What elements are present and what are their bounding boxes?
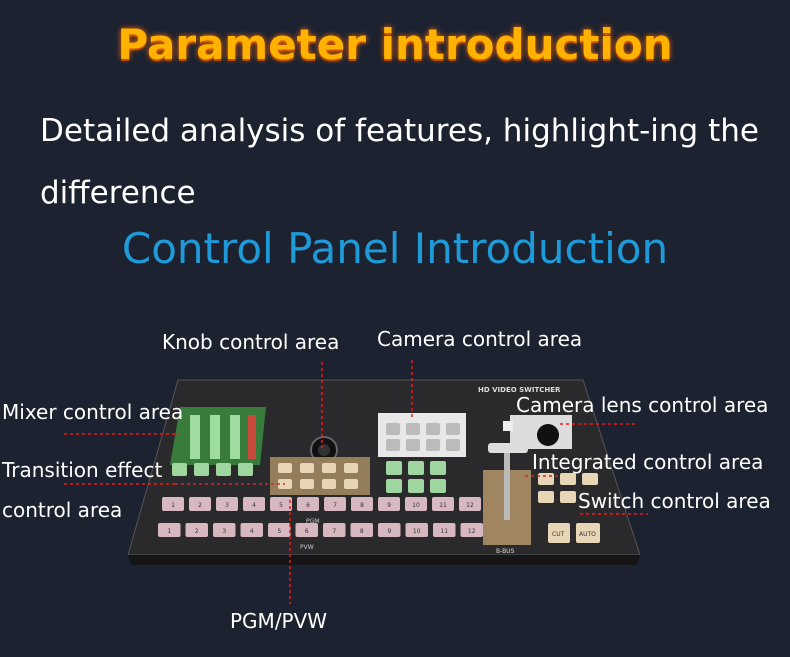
- pgm-button-4: [243, 497, 265, 511]
- pgm-button-label: 3: [225, 502, 229, 509]
- video-switcher-console: HD VIDEO SWITCHER: [128, 379, 640, 565]
- auto-button: [576, 523, 600, 543]
- pvw-button-6: [295, 523, 318, 537]
- pvw-button-label: 1: [167, 528, 171, 535]
- pvw-button-label: 2: [195, 528, 199, 535]
- pgm-button-3: [216, 497, 238, 511]
- pgm-button-10: [405, 497, 427, 511]
- pvw-button-label: 10: [413, 528, 421, 535]
- pvw-button-1: [158, 523, 181, 537]
- integrated-buttons: [538, 473, 598, 503]
- pgm-button-2: [189, 497, 211, 511]
- pgm-button-11: [432, 497, 454, 511]
- pvw-button-label: 5: [277, 528, 281, 535]
- pvw-button-7: [323, 523, 346, 537]
- pvw-button-label: 8: [360, 528, 364, 535]
- pvw-button-label: 3: [222, 528, 226, 535]
- pvw-button-label: 11: [440, 528, 448, 535]
- pgm-button-label: 8: [360, 502, 364, 509]
- pvw-button-11: [433, 523, 456, 537]
- pvw-button-label: 6: [305, 528, 309, 535]
- callout-mixer: Mixer control area: [2, 400, 184, 424]
- joystick: [537, 424, 559, 446]
- tan-buttons: [278, 463, 358, 489]
- cut-label: CUT: [552, 531, 565, 538]
- page-title: Parameter introduction: [117, 20, 673, 69]
- pgm-label: PGM: [306, 518, 319, 525]
- brand-text: HD VIDEO SWITCHER: [478, 386, 561, 394]
- callout-camera: Camera control area: [377, 327, 583, 351]
- callout-transition-line1: Transition effect: [2, 458, 163, 482]
- callout-knob: Knob control area: [162, 330, 340, 354]
- pvw-button-5: [268, 523, 291, 537]
- pgm-button-9: [378, 497, 400, 511]
- pgm-button-label: 10: [412, 502, 420, 509]
- pvw-button-3: [213, 523, 236, 537]
- pvw-button-label: 12: [468, 528, 476, 535]
- pvw-button-4: [240, 523, 263, 537]
- pvw-button-12: [460, 523, 483, 537]
- pgm-button-5: [270, 497, 292, 511]
- pgm-button-label: 9: [387, 502, 391, 509]
- pgm-button-label: 5: [279, 502, 283, 509]
- pvw-button-10: [405, 523, 428, 537]
- callout-pgm-pvw: PGM/PVW: [230, 609, 328, 633]
- callout-transition-line2: control area: [2, 498, 123, 522]
- pgm-button-6: [297, 497, 319, 511]
- pvw-label: PVW: [300, 544, 314, 551]
- page-subtitle: Detailed analysis of features, highlight…: [40, 113, 759, 211]
- pvw-button-label: 9: [387, 528, 391, 535]
- pgm-button-label: 4: [252, 502, 256, 509]
- pgm-button-label: 1: [171, 502, 175, 509]
- callout-camera-lens: Camera lens control area: [516, 393, 769, 417]
- pgm-button-7: [324, 497, 346, 511]
- pgm-button-label: 7: [333, 502, 337, 509]
- callout-switch: Switch control area: [578, 489, 771, 513]
- pgm-button-label: 12: [466, 502, 474, 509]
- pvw-button-label: 7: [332, 528, 336, 535]
- aux-buttons: [386, 461, 446, 493]
- pvw-button-9: [378, 523, 401, 537]
- pgm-button-label: 11: [439, 502, 447, 509]
- auto-label: AUTO: [579, 531, 596, 538]
- mixer-faders: [190, 415, 256, 459]
- pgm-button-label: 2: [198, 502, 202, 509]
- pgm-button-label: 6: [306, 502, 310, 509]
- pgm-button-12: [459, 497, 481, 511]
- pgm-button-1: [162, 497, 184, 511]
- cut-button: [548, 523, 570, 543]
- callout-integrated: Integrated control area: [532, 450, 764, 474]
- section-title: Control Panel Introduction: [121, 224, 669, 273]
- tbar-handle: [504, 450, 510, 520]
- pvw-button-label: 4: [250, 528, 254, 535]
- camera-buttons: [386, 423, 460, 451]
- pgm-button-8: [351, 497, 373, 511]
- transition-buttons: [172, 463, 253, 476]
- pvw-button-8: [350, 523, 373, 537]
- bus-label: B-BUS: [496, 548, 515, 555]
- pvw-button-2: [185, 523, 208, 537]
- console-edge: [128, 555, 640, 565]
